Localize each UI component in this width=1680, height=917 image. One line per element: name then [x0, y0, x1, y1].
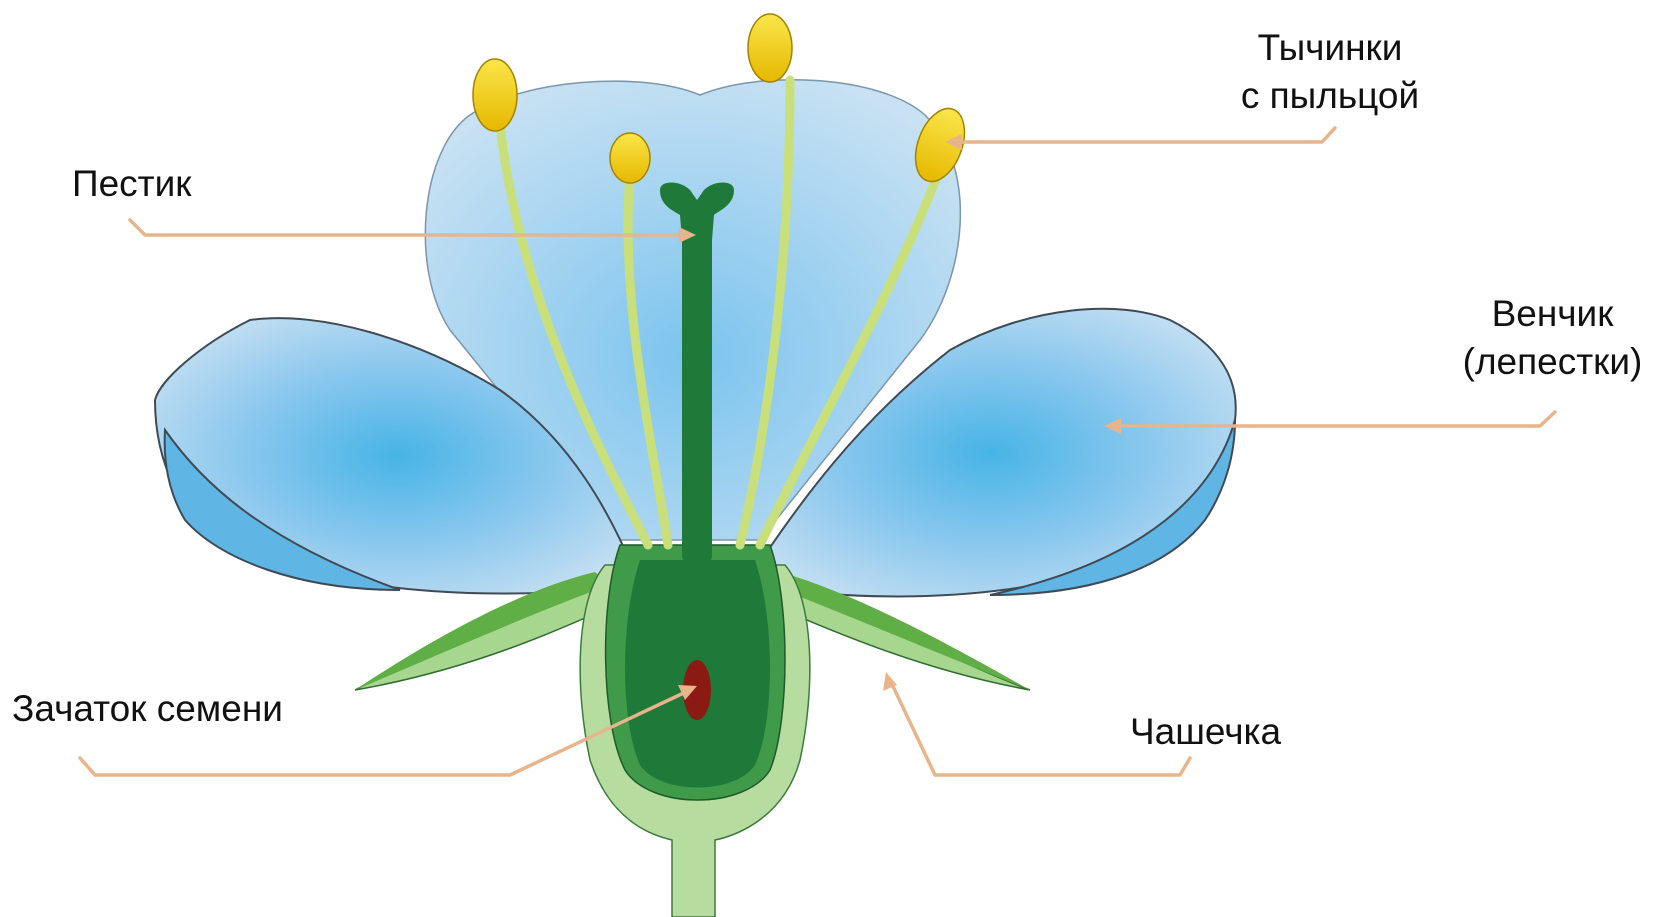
anther-1 [472, 58, 518, 132]
ovule [683, 660, 711, 720]
label-pistil-text: Пестик [72, 163, 192, 204]
filament-3 [735, 75, 795, 550]
label-stamens: Тычинки с пыльцой [1225, 24, 1435, 120]
right-petal [743, 307, 1237, 598]
arrowhead-pistil [679, 227, 696, 243]
label-corolla-line1: Венчик [1491, 293, 1614, 334]
leader-corolla [1108, 410, 1557, 428]
leader-lines [78, 126, 1557, 777]
filament-4 [755, 150, 950, 550]
anther-2 [609, 132, 651, 184]
label-corolla-line2: (лепестки) [1462, 341, 1643, 382]
label-ovule: Зачаток семени [12, 685, 283, 733]
leader-ovule [78, 688, 692, 777]
leader-pistil [128, 218, 692, 237]
pistil-style [682, 232, 712, 562]
anther-4 [914, 107, 966, 183]
label-calyx-text: Чашечка [1130, 711, 1282, 752]
left-petal-fold [163, 427, 401, 591]
label-ovule-text: Зачаток семени [12, 688, 283, 729]
label-pistil: Пестик [72, 160, 191, 208]
leader-calyx [888, 678, 1192, 777]
label-calyx: Чашечка [1130, 708, 1281, 756]
label-stamens-line1: Тычинки [1257, 27, 1403, 68]
anther-3 [747, 13, 793, 83]
arrowhead-stamens [945, 134, 962, 150]
right-sepal-inner [770, 572, 1030, 690]
right-petal-fold [989, 419, 1236, 596]
left-sepal-inner [355, 572, 610, 690]
arrowhead-corolla [1104, 418, 1121, 434]
filament-2 [623, 170, 673, 550]
leader-stamens [948, 126, 1337, 144]
pistil-stigma [660, 182, 734, 240]
filament-1 [495, 120, 653, 550]
label-stamens-line2: с пыльцой [1240, 75, 1420, 116]
arrowhead-calyx [883, 672, 897, 691]
arrowhead-ovule [678, 685, 697, 700]
label-corolla: Венчик (лепестки) [1440, 290, 1665, 386]
